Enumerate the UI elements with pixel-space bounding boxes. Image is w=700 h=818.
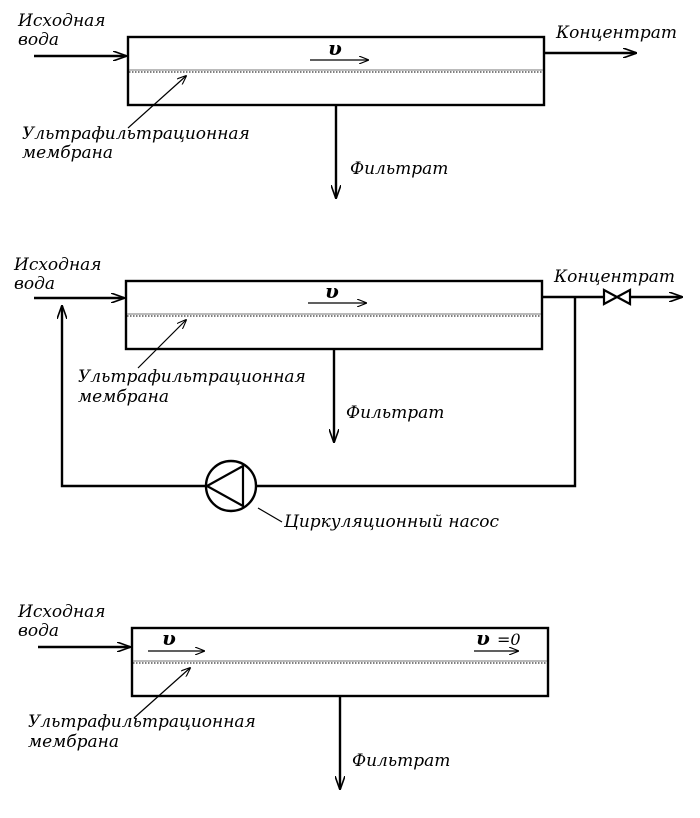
membrane-label-line1: Ультрафильтрационная [28,712,256,732]
membrane-label-line1: Ультрафильтрационная [22,124,250,144]
filter-module [124,279,544,351]
filtrate-label: Фильтрат [346,403,444,423]
membrane-pointer [133,668,190,719]
pump-triangle [204,464,245,508]
inlet-label-line1: Исходная [17,11,106,31]
membrane-pointer [127,76,186,129]
velocity-label: υ [325,279,339,303]
filter-module [130,626,550,698]
recirculation-pipe-left [62,306,206,488]
concentrate-label: Концентрат [553,267,675,287]
membrane-label-line2: мембрана [78,387,169,407]
diagram-dead-end: Исходная вода υ υ =0 Фильтрат Ультрафиль… [17,602,550,789]
velocity-label: υ [162,626,176,650]
velocity-zero-symbol: υ [476,626,490,650]
inlet-label-line1: Исходная [13,255,102,275]
filtrate-label: Фильтрат [350,159,448,179]
membrane-label-line2: мембрана [28,732,119,752]
velocity-zero-suffix: =0 [497,630,521,649]
inlet-label-line2: вода [18,30,59,50]
diagram-circulation: Исходная вода υ Концентрат Циркуляционны… [13,255,682,532]
filtrate-label: Фильтрат [352,751,450,771]
membrane-pointer [137,320,186,369]
inlet-label-line2: вода [14,274,55,294]
pump-label: Циркуляционный насос [283,512,499,532]
pump-icon [204,459,258,513]
recirculation-pipe-right [256,297,577,488]
diagram-crossflow: Исходная вода υ Концентрат Фильтрат Ульт… [17,11,677,198]
membrane-label-line1: Ультрафильтрационная [78,367,306,387]
pump-pointer [257,507,283,523]
inlet-label-line2: вода [18,621,59,641]
concentrate-label: Концентрат [555,23,677,43]
valve-icon [602,288,632,306]
filter-module [126,35,546,107]
velocity-label: υ [328,36,342,60]
membrane-label-line2: мембрана [22,143,113,163]
inlet-label-line1: Исходная [17,602,106,622]
